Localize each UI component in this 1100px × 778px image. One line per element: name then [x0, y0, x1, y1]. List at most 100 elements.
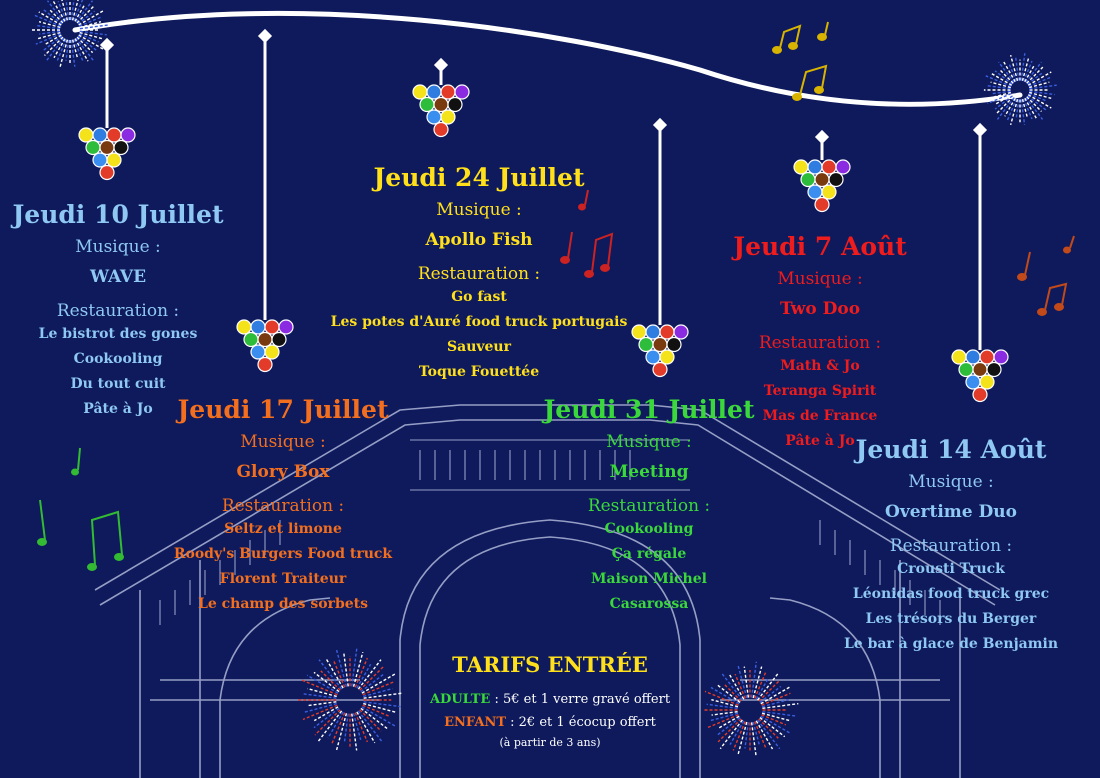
vendor: Pâte à Jo — [83, 401, 153, 417]
event-date: Jeudi 24 Juillet — [373, 163, 585, 192]
firework-spark — [39, 30, 61, 35]
vendor: Le bistrot des gones — [38, 326, 198, 342]
firework-spark — [65, 0, 70, 21]
billiard-ball — [972, 361, 988, 378]
firework-spark — [758, 718, 779, 739]
firework-spark — [77, 35, 99, 52]
billiard-ball — [85, 139, 101, 156]
vendor: Léonidas food truck grec — [852, 586, 1050, 602]
firework-spark — [1006, 98, 1018, 121]
firework-spark — [343, 713, 349, 743]
event-date: Jeudi 7 Août — [733, 232, 907, 261]
firework-spark — [351, 646, 358, 687]
firework-spark — [761, 692, 791, 706]
firework-spark — [1028, 81, 1050, 89]
vendor: Ça régale — [611, 546, 687, 562]
music-label: Musique : — [75, 237, 161, 257]
vendor: Seltz et limone — [224, 521, 342, 537]
music-label: Musique : — [908, 472, 994, 492]
tarif-enfant: ENFANT : 2€ et 1 écocup offert — [380, 711, 720, 734]
vendor: Cookooling — [73, 351, 163, 367]
firework-spark — [707, 714, 739, 729]
event-date: Jeudi 10 Juillet — [12, 200, 224, 229]
firework-spark — [1014, 56, 1020, 81]
event-jeudi-24-juillet: Jeudi 24 Juillet Musique : Apollo Fish R… — [314, 163, 644, 385]
firework-spark — [994, 94, 1013, 105]
firework-spark — [734, 673, 746, 699]
firework-spark — [75, 0, 94, 23]
firework-spark — [55, 38, 67, 63]
firework-spark — [307, 701, 337, 707]
vendor: Les trésors du Berger — [865, 611, 1037, 627]
firework-spark — [1021, 98, 1029, 118]
event-jeudi-10-juillet: Jeudi 10 Juillet Musique : WAVE Restaura… — [0, 200, 268, 422]
tarifs-title: TARIFS ENTRÉE — [452, 652, 648, 677]
firework-spark — [52, 0, 66, 22]
billiard-ball — [99, 164, 115, 181]
firework-spark — [706, 703, 738, 710]
firework-spark — [717, 715, 740, 730]
firework-spark — [38, 11, 62, 26]
firework-spark — [722, 682, 742, 702]
billiard-ball — [835, 159, 851, 175]
event-jeudi-17-juillet: Jeudi 17 Juillet Musique : Glory Box Res… — [133, 395, 433, 617]
band-name: Apollo Fish — [425, 230, 533, 250]
billiard-ball — [106, 152, 122, 168]
billiard-ball — [821, 159, 837, 175]
firework-spark — [300, 678, 338, 696]
firework-spark — [43, 9, 63, 25]
firework-spark — [36, 31, 61, 40]
firework-spark — [752, 721, 761, 747]
firework-spark — [755, 720, 774, 750]
event-date: Jeudi 14 Août — [855, 435, 1047, 464]
firework-spark — [737, 663, 748, 699]
firework-spark — [313, 706, 339, 722]
firework-spark — [1020, 53, 1026, 81]
firework-spark — [73, 38, 84, 61]
vendor: Toque Fouettée — [418, 364, 540, 380]
tarif-note: (à partir de 3 ans) — [499, 736, 601, 749]
firework-spark — [998, 61, 1015, 83]
firework-spark — [1026, 66, 1044, 84]
firework-spark — [1029, 84, 1057, 90]
firework-spark — [306, 674, 339, 694]
firework-spark — [43, 35, 63, 51]
firework-spark — [760, 715, 792, 735]
firework-spark — [986, 84, 1011, 90]
billiard-ball — [264, 344, 280, 360]
billiard-ball — [278, 319, 294, 335]
event-jeudi-7-aout: Jeudi 7 Août Musique : Two Doo Restaurat… — [670, 232, 970, 454]
firework-spark — [354, 657, 369, 688]
garland-line — [72, 10, 1023, 107]
firework-spark — [302, 693, 337, 699]
firework-spark — [79, 30, 107, 36]
firework-spark — [988, 91, 1012, 100]
event-jeudi-31-juillet: Jeudi 31 Juillet Musique : Meeting Resta… — [499, 395, 799, 617]
vendor: Roody's Burgers Food truck — [173, 546, 393, 562]
firework-spark — [728, 672, 745, 700]
billiard-ball — [433, 121, 449, 138]
vendor: Le champ des sorbets — [198, 596, 368, 612]
event-jeudi-14-aout: Jeudi 14 Août Musique : Overtime Duo Res… — [828, 435, 1074, 657]
firework-spark — [65, 39, 70, 61]
billiard-ball — [419, 96, 435, 113]
firework-spark — [1004, 97, 1016, 117]
billiard-ball — [78, 127, 94, 143]
firework-spark — [78, 33, 99, 43]
vendor: Go fast — [451, 289, 507, 305]
firework-spark — [1028, 91, 1052, 100]
firework-spark — [985, 75, 1012, 88]
billiard-ball — [113, 139, 129, 156]
billiard-ball — [412, 84, 428, 100]
firework-spark — [313, 707, 340, 729]
firework-spark — [363, 692, 404, 699]
billiard-ball — [652, 361, 668, 378]
firework-spark — [1009, 54, 1019, 82]
billiard-ball — [828, 171, 844, 188]
firework-spark — [363, 701, 401, 708]
billiard-ball — [814, 196, 830, 213]
firework-spark — [990, 90, 1011, 95]
firework-spark — [994, 70, 1013, 85]
billiard-ball — [447, 96, 463, 113]
firework-spark — [79, 21, 102, 29]
